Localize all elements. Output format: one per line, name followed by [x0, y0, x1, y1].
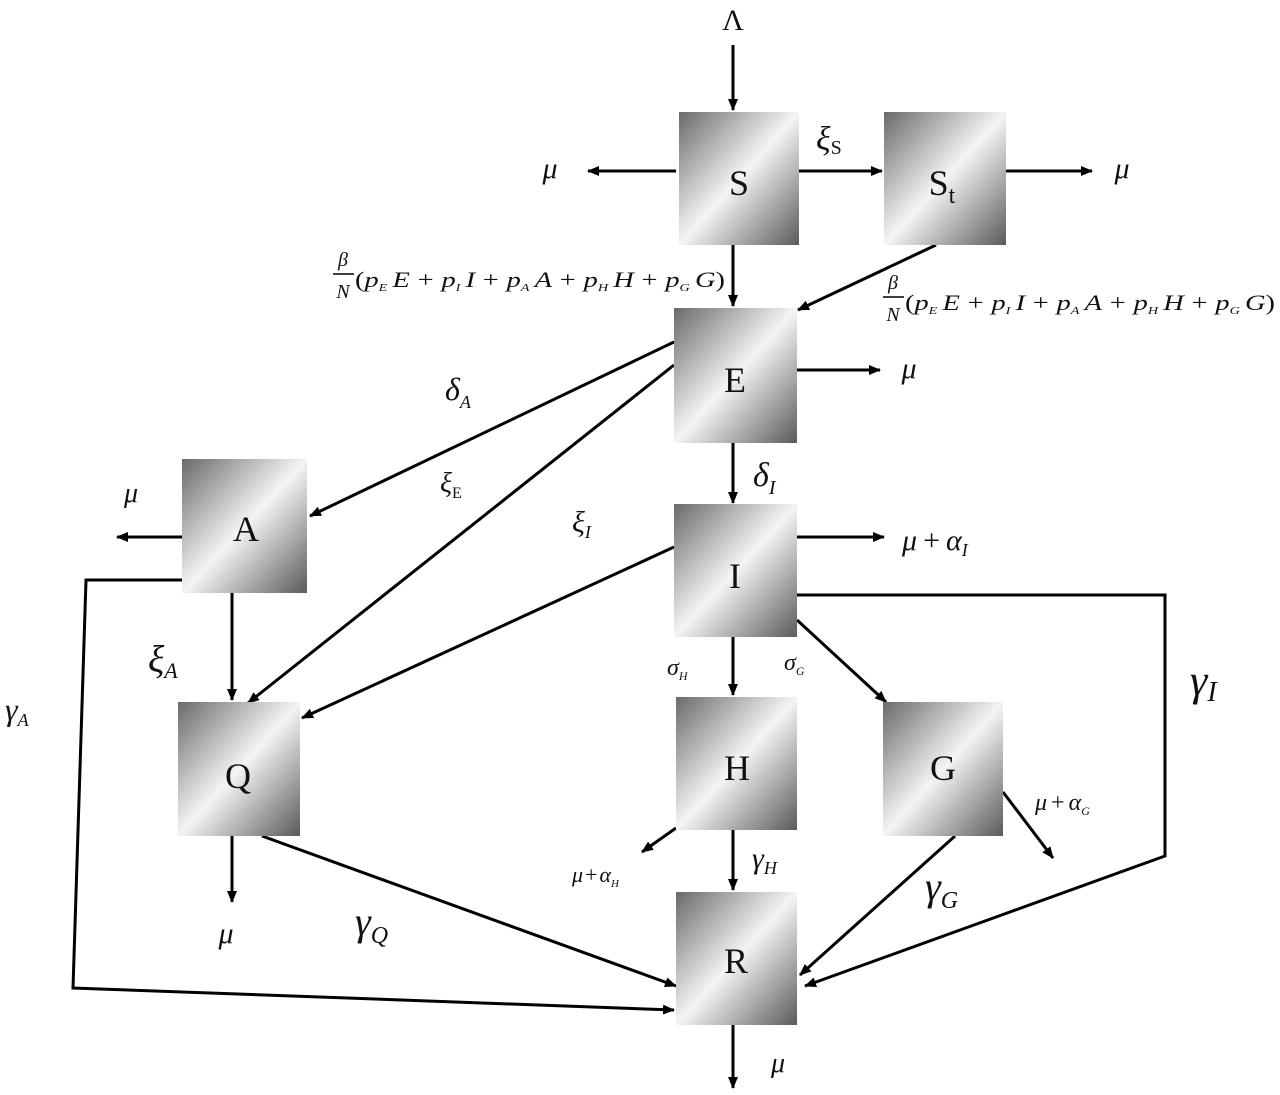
label-delta-A: δA	[445, 371, 472, 412]
arrow-E-to-A	[309, 340, 675, 518]
node-label-E: E	[724, 360, 746, 400]
arrow-I-to-G	[795, 618, 888, 704]
label-G-death: μ+αG	[1034, 790, 1090, 818]
node-label-A: A	[233, 509, 259, 549]
label-H-death: μ+αH	[571, 862, 620, 890]
label-sigma-H: σH	[667, 655, 689, 683]
compartment-I: I	[674, 504, 797, 637]
arrow-Q-to-R	[261, 834, 677, 988]
arrow-H-death	[641, 826, 677, 854]
compartment-A: A	[182, 459, 307, 593]
edges	[71, 45, 1167, 1089]
label-gamma-G: γG	[925, 864, 958, 914]
compartment-St: St	[884, 112, 1006, 245]
arrow-A-to-R	[71, 578, 675, 1015]
arrow-G-to-R	[798, 834, 957, 977]
arrow-I-to-R	[797, 593, 1167, 988]
node-label-St: St	[929, 163, 956, 209]
compartment-H: H	[676, 697, 797, 830]
label-Q-death: μ	[217, 917, 233, 950]
label-R-death: μ	[770, 1048, 785, 1079]
arrow-St-to-E	[797, 243, 937, 312]
label-A-death: μ	[123, 478, 138, 509]
label-St-death: μ	[1113, 152, 1129, 185]
label-sigma-G: σG	[784, 650, 805, 678]
svg-text:N: N	[335, 281, 351, 303]
svg-text:β: β	[337, 249, 348, 271]
node-label-G: G	[930, 748, 956, 788]
node-label-S: S	[729, 163, 749, 203]
arrow-I-to-Q	[301, 545, 675, 720]
svg-text:β: β	[887, 272, 898, 294]
svg-text:N: N	[885, 304, 901, 326]
label-gamma-H: γH	[752, 842, 778, 878]
svg-text:(pEE+pII+pAA+pHH+pGG): (pEE+pII+pAA+pHH+pGG)	[355, 267, 725, 294]
label-recruitment: Λ	[722, 4, 744, 37]
label-xi-A: ξA	[148, 639, 178, 683]
compartment-S: S	[679, 112, 799, 245]
label-xi-I: ξI	[572, 506, 592, 542]
node-label-I: I	[729, 556, 741, 596]
compartment-G: G	[883, 702, 1003, 836]
compartment-R: R	[676, 892, 797, 1025]
compartment-E: E	[674, 308, 797, 443]
compartment-Q: Q	[178, 702, 300, 836]
arrow-G-death	[1001, 791, 1055, 859]
label-gamma-I: γI	[1190, 656, 1218, 708]
label-E-death: μ	[900, 352, 916, 385]
svg-text:(pEE+pII+pAA+pHH+pGG): (pEE+pII+pAA+pHH+pGG)	[905, 290, 1275, 317]
label-S-death: μ	[541, 152, 557, 185]
node-label-R: R	[724, 941, 748, 981]
label-xi-E: ξE	[440, 468, 462, 502]
node-label-H: H	[724, 748, 750, 788]
label-gamma-Q: γQ	[355, 899, 388, 949]
arrow-E-to-Q	[247, 363, 675, 705]
label-I-death: μ+αI	[901, 524, 969, 560]
node-label-Q: Q	[225, 756, 251, 796]
label-gamma-A: γA	[5, 691, 30, 730]
label-xi-S: ξS	[816, 121, 842, 159]
label-delta-I: δI	[753, 457, 777, 499]
